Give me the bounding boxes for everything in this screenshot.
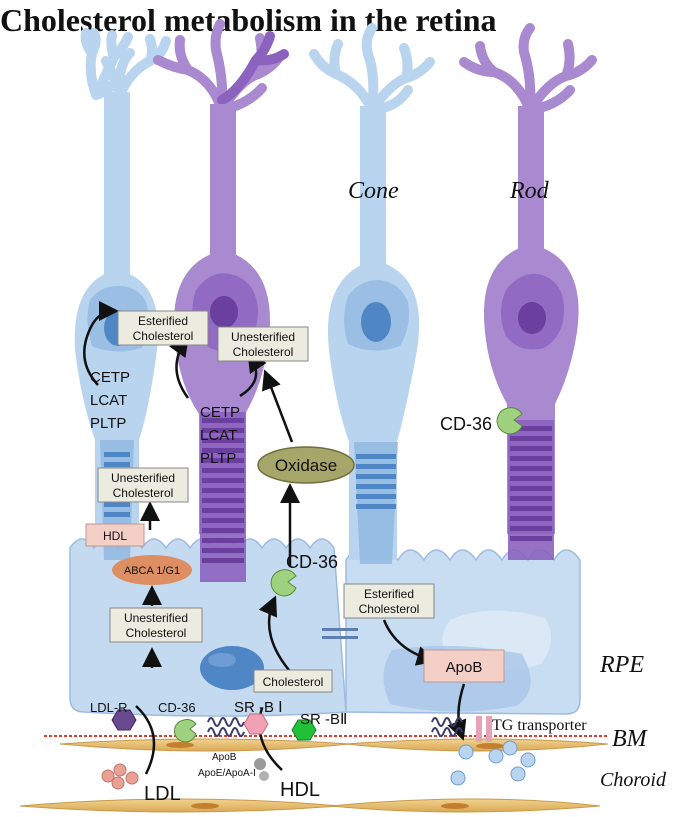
- membrane-coils-left: [207, 717, 245, 737]
- srb2-receptor: SR -BⅡ: [291, 711, 347, 741]
- gap-junction-1: [322, 628, 358, 631]
- ldl-particles: LDL: [101, 763, 181, 805]
- abca-label: ABCA 1/G1: [124, 565, 180, 577]
- box-unesterified-rpe-line1: Unesterified: [124, 611, 188, 625]
- box-unesterified-rpe-line2: Cholesterol: [126, 626, 187, 640]
- ldlr-receptor: LDL-R: [90, 700, 137, 731]
- box-esterified-top-line1: Esterified: [138, 314, 188, 328]
- membrane-coils-right: [431, 717, 463, 737]
- box-esterified-rpe-line2: Cholesterol: [359, 602, 420, 616]
- cone-label: Cone: [348, 178, 399, 204]
- box-esterified-top: Esterified Cholesterol: [117, 310, 209, 346]
- box-apob: ApoB: [423, 649, 505, 683]
- cone-cell-2: [309, 23, 435, 564]
- box-unesterified-mid-line1: Unesterified: [111, 471, 175, 485]
- box-hdl: HDL: [85, 523, 145, 547]
- hdl-particles: HDL: [254, 758, 320, 801]
- cd36-rod-label: CD-36: [440, 414, 492, 434]
- apoe-label: ApoE/ApoA-I: [198, 768, 256, 779]
- srb1-label: SR -B Ⅰ: [234, 699, 283, 716]
- ldlr-label: LDL-R: [90, 700, 128, 715]
- rpe-nucleus-highlight: [208, 653, 236, 667]
- box-esterified-rpe: Esterified Cholesterol: [343, 583, 435, 619]
- box-apob-label: ApoB: [446, 659, 483, 676]
- box-cholesterol: Cholesterol: [253, 669, 333, 693]
- oxidase-label: Oxidase: [275, 456, 337, 475]
- srb1-receptor: SR -B Ⅰ: [234, 699, 283, 735]
- enzyme-left-cetp: CETP: [90, 369, 130, 386]
- tg-transporter-label: TG transporter: [492, 717, 587, 734]
- rpe-label: RPE: [599, 652, 644, 678]
- cd36-rpe-label: CD-36: [286, 552, 338, 572]
- hdl-label: HDL: [280, 779, 320, 801]
- choroid-layer: [19, 738, 609, 813]
- arrow-apob-tg: [447, 683, 467, 741]
- cd36-receptor-bm: CD-36: [158, 700, 197, 743]
- tg-transporter: TG transporter: [476, 716, 587, 742]
- ldl-label: LDL: [144, 783, 181, 805]
- box-hdl-label: HDL: [103, 529, 127, 543]
- tg-particles: [450, 740, 536, 786]
- arrow-oxidase-up: [262, 369, 294, 443]
- box-unesterified-top-line1: Unesterified: [231, 330, 295, 344]
- apob-small-label: ApoB: [212, 752, 237, 763]
- choroid-vessel-top-left: [59, 738, 351, 752]
- enzyme-mid-pltp: PLTP: [200, 450, 236, 467]
- cd36-receptor-rod: CD-36: [440, 407, 523, 435]
- srb2-label: SR -BⅡ: [300, 711, 347, 728]
- box-unesterified-mid: Unesterified Cholesterol: [97, 467, 189, 503]
- enzyme-mid-cetp: CETP: [200, 404, 240, 421]
- bm-label: BM: [612, 726, 649, 752]
- choroid-label: Choroid: [600, 769, 667, 791]
- rod-cell-2: [459, 23, 597, 560]
- arrow-ldl: [135, 705, 156, 775]
- box-unesterified-top-line2: Cholesterol: [233, 345, 294, 359]
- arrow-left-loop: [83, 301, 119, 386]
- box-esterified-top-line2: Cholesterol: [133, 329, 194, 343]
- oxidase-enzyme: Oxidase: [257, 446, 355, 484]
- enzyme-left-pltp: PLTP: [90, 415, 126, 432]
- box-unesterified-top: Unesterified Cholesterol: [217, 326, 309, 362]
- enzyme-left-lcat: LCAT: [90, 392, 127, 409]
- rod-label: Rod: [509, 178, 550, 204]
- box-unesterified-rpe: Unesterified Cholesterol: [109, 607, 203, 643]
- arrow-cholesterol-cd36: [258, 595, 295, 677]
- box-cholesterol-label: Cholesterol: [263, 675, 324, 689]
- abca-transporter: ABCA 1/G1: [112, 555, 192, 585]
- box-unesterified-mid-line2: Cholesterol: [113, 486, 174, 500]
- gap-junction-2: [322, 636, 358, 639]
- enzyme-mid-lcat: LCAT: [200, 427, 237, 444]
- cd36-receptor-rpe: CD-36: [270, 552, 338, 597]
- box-esterified-rpe-line1: Esterified: [364, 587, 414, 601]
- cd36-bm-label: CD-36: [158, 700, 196, 715]
